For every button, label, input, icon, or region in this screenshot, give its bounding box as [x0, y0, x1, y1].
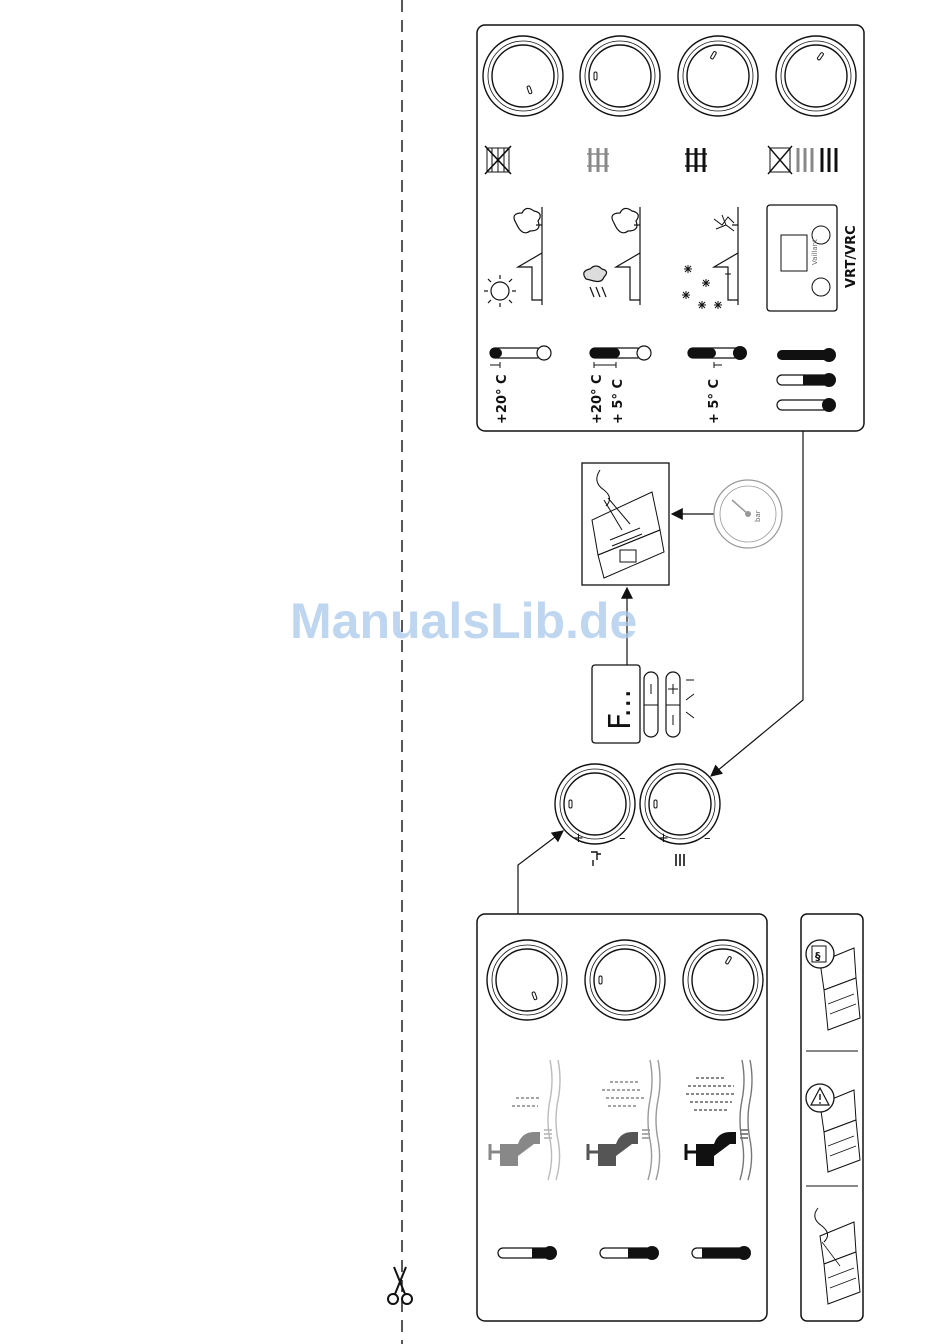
thermometer-summer-icon [490, 346, 551, 368]
tap-medium-icon [588, 1060, 660, 1180]
temp-label-transition-upper: +20° C [590, 374, 605, 424]
tap-high-icon [686, 1060, 752, 1180]
hot-water-knob[interactable]: +– [555, 764, 635, 866]
heating-knob[interactable]: +– [640, 764, 720, 866]
thermometer-winter-icon [688, 346, 747, 368]
heating-knob-controller[interactable] [776, 36, 856, 116]
heating-knob-winter[interactable] [678, 36, 758, 116]
hot-water-knob-medium[interactable] [585, 940, 665, 1020]
temp-label-transition-lower: + 5° C [611, 379, 626, 424]
rain-house-icon [584, 207, 640, 305]
svg-text:+: + [573, 831, 584, 846]
winter-house-icon [682, 207, 738, 309]
radiator-high-icon [685, 148, 707, 172]
summer-house-icon [484, 207, 542, 307]
room-controller-icon: Vaillant [767, 205, 837, 311]
scissors-icon [388, 1267, 412, 1304]
temp-label-winter: + 5° C [707, 379, 722, 424]
tap-low-icon [490, 1060, 560, 1180]
fault-display: F... [592, 665, 640, 743]
thermometer-hw-medium-icon [600, 1246, 659, 1260]
connector-hotwater-to-knob [518, 831, 563, 914]
thermometer-set-icon [777, 348, 836, 412]
radiator-off-icon [485, 146, 511, 174]
warning-manual-icon [806, 1084, 860, 1172]
user-manual-icon [815, 1208, 860, 1304]
radiator-all-modes-icon [768, 146, 836, 174]
thermometer-hw-low-icon [498, 1246, 557, 1260]
controller-label: VRT/VRC [844, 225, 859, 288]
svg-text:Vaillant: Vaillant [811, 239, 819, 265]
pressure-gauge-icon: bar [714, 480, 782, 548]
svg-text:–: – [619, 831, 626, 846]
svg-text:+: + [658, 831, 669, 846]
hot-water-knob-low[interactable] [487, 940, 567, 1020]
svg-text:–: – [704, 831, 711, 846]
temp-label-summer: +20° C [495, 374, 510, 424]
heating-knob-summer[interactable] [580, 36, 660, 116]
thermometer-hw-high-icon [692, 1246, 751, 1260]
heating-knob-off[interactable] [483, 36, 563, 116]
pressure-gauge-unit: bar [754, 510, 762, 522]
minus-plus-buttons[interactable] [644, 672, 694, 737]
svg-text:§: § [815, 950, 821, 963]
display-text: F... [603, 689, 638, 730]
radiator-low-icon [587, 148, 609, 172]
hot-water-knob-high[interactable] [683, 940, 763, 1020]
thermometer-transition-icon [590, 346, 651, 368]
watermark: ManualsLib.de [290, 593, 637, 649]
manual-illustration [582, 463, 669, 585]
service-manual-icon: § [806, 940, 860, 1030]
